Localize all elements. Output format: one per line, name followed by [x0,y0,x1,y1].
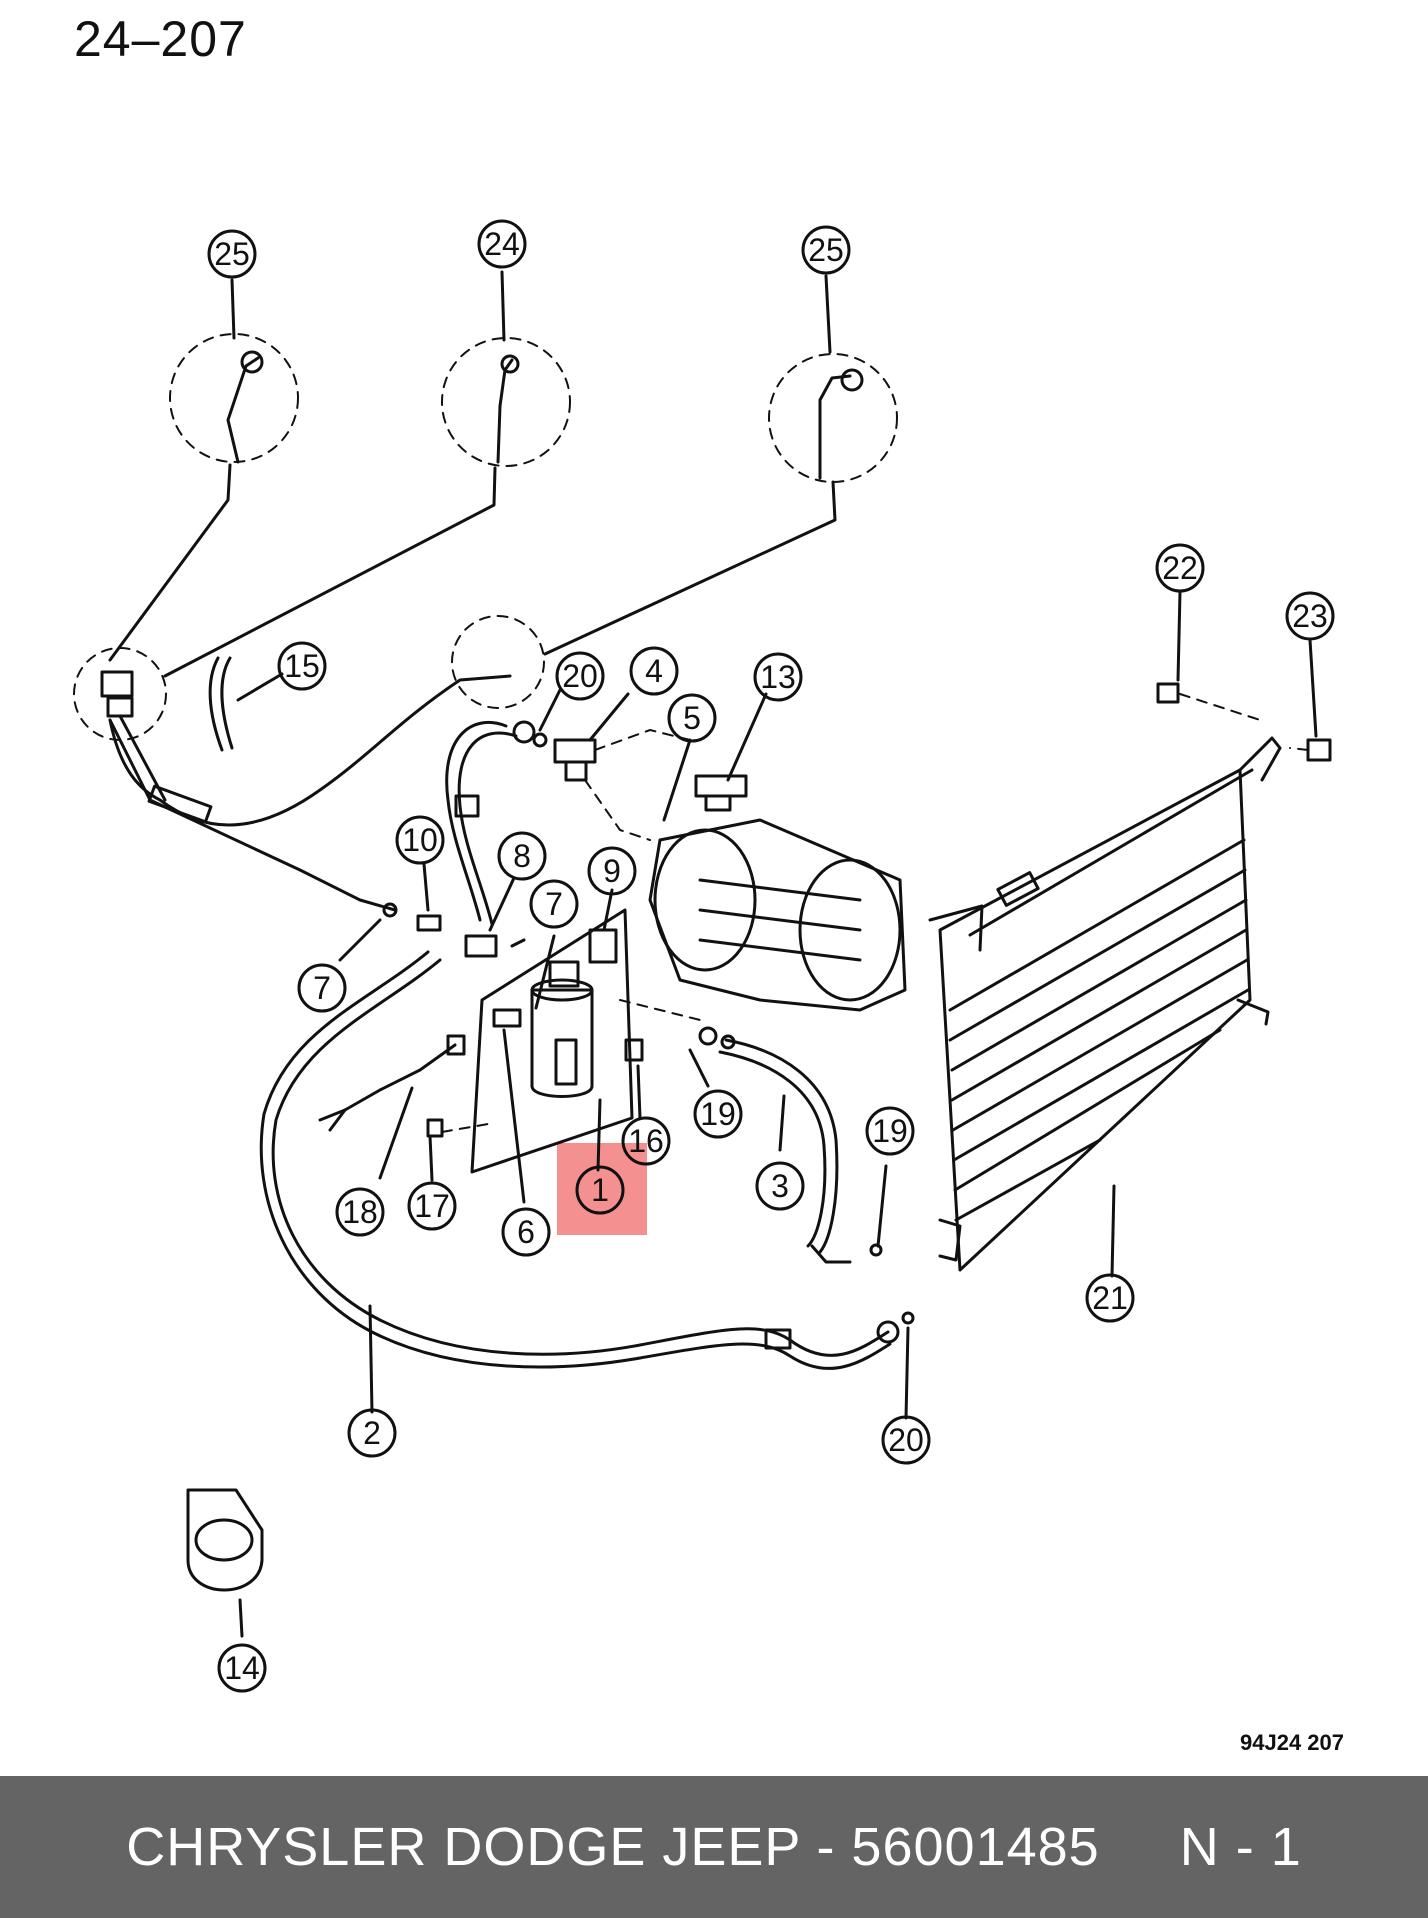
detail-pipe-middle [496,358,514,464]
detail-pipe-right [818,374,852,480]
callout-circle [881,1415,931,1465]
callout-circle [693,1089,743,1139]
callout-5: 5 [683,700,701,736]
leader-detail-middle [163,466,497,678]
callout-circle [477,219,527,269]
callout-3: 3 [771,1168,789,1204]
callout-24: 24 [484,226,520,262]
callout-16: 16 [628,1123,664,1159]
detail-circle-left [169,333,299,463]
callout-20-top: 20 [562,658,598,694]
bolt-22 [1156,682,1180,704]
mounting-bracket [470,908,634,1174]
callout-circle [277,641,327,691]
callout-6: 6 [517,1214,535,1250]
callout-17: 17 [414,1188,450,1224]
fitting-left-upper [100,670,134,698]
compressor [648,818,907,1012]
callout-circle [407,1181,457,1231]
ac-system-diagram: 25 24 25 15 20 4 5 13 22 23 10 8 9 7 7 1… [73,219,1335,1693]
callout-circle [755,1161,805,1211]
page-code: 24–207 [74,11,247,67]
callout-circle [621,1116,671,1166]
callout-circle [207,229,257,279]
detail-circle-fitting-left [73,647,167,741]
bolt-16 [624,1038,644,1062]
fitting-8 [464,934,498,958]
callout-8: 8 [513,838,531,874]
callout-19-right: 19 [872,1113,908,1149]
clamp [186,1488,264,1592]
detail-circle-right [768,353,898,483]
detail-circle-middle [441,337,571,467]
callout-circle [217,1643,267,1693]
nut-23 [1306,738,1332,762]
callout-circle [575,1165,625,1215]
callout-14: 14 [224,1650,260,1686]
hose-3 [724,1038,839,1254]
fitting-4 [553,738,597,764]
callout-19-left: 19 [700,1096,736,1132]
leader-detail-left [108,463,232,662]
callout-7-lower: 7 [313,970,331,1006]
callout-circle [753,652,803,702]
suction-hose [108,674,512,827]
callout-circle [667,693,717,743]
callout-circle [347,1408,397,1458]
callout-circle [297,963,347,1013]
callout-circle [395,815,445,865]
fitting-left-lower [106,696,134,718]
callout-18: 18 [342,1194,378,1230]
callout-7-upper: 7 [545,886,563,922]
callout-22: 22 [1162,550,1198,586]
footer-bar: CHRYSLER DODGE JEEP - 56001485 N - 1 [0,1776,1428,1918]
callout-circle [629,646,679,696]
callout-circle [1285,591,1335,641]
callout-circle [497,831,547,881]
callout-10: 10 [402,822,438,858]
figure-code: 94J24 207 [1240,1730,1344,1755]
callout-circle [865,1106,915,1156]
receiver-drier [530,988,594,1098]
callout-25-left: 25 [214,236,250,272]
condenser [938,768,1252,1272]
callout-circle [335,1187,385,1237]
detail-circle-fitting-top [451,615,545,709]
drain-hose [220,656,234,750]
footer-part-label: CHRYSLER DODGE JEEP - 56001485 N - 1 [126,1817,1302,1877]
callout-circle [801,225,851,275]
pressure-switch-6 [492,1008,522,1028]
valve-10 [416,914,442,932]
discharge-hose [445,720,508,922]
nut-17 [426,1118,444,1138]
callout-circle [587,846,637,896]
callout-25-right: 25 [808,232,844,268]
callout-circle [529,879,579,929]
callout-15: 15 [284,648,320,684]
wiring-harness [318,1043,457,1122]
callout-23: 23 [1292,598,1328,634]
callout-circle [501,1207,551,1257]
callout-9: 9 [603,853,621,889]
callout-1: 1 [591,1172,609,1208]
callout-21: 21 [1092,1280,1128,1316]
callout-circle [1085,1273,1135,1323]
detail-pipe-left [226,356,260,464]
callout-4: 4 [645,653,663,689]
callout-2: 2 [363,1415,381,1451]
leader-detail-right [543,480,837,656]
callout-circle [1155,543,1205,593]
callout-13: 13 [760,659,796,695]
callout-20-bottom: 20 [888,1422,924,1458]
callout-circle [555,651,605,701]
fitting-13 [694,774,748,798]
